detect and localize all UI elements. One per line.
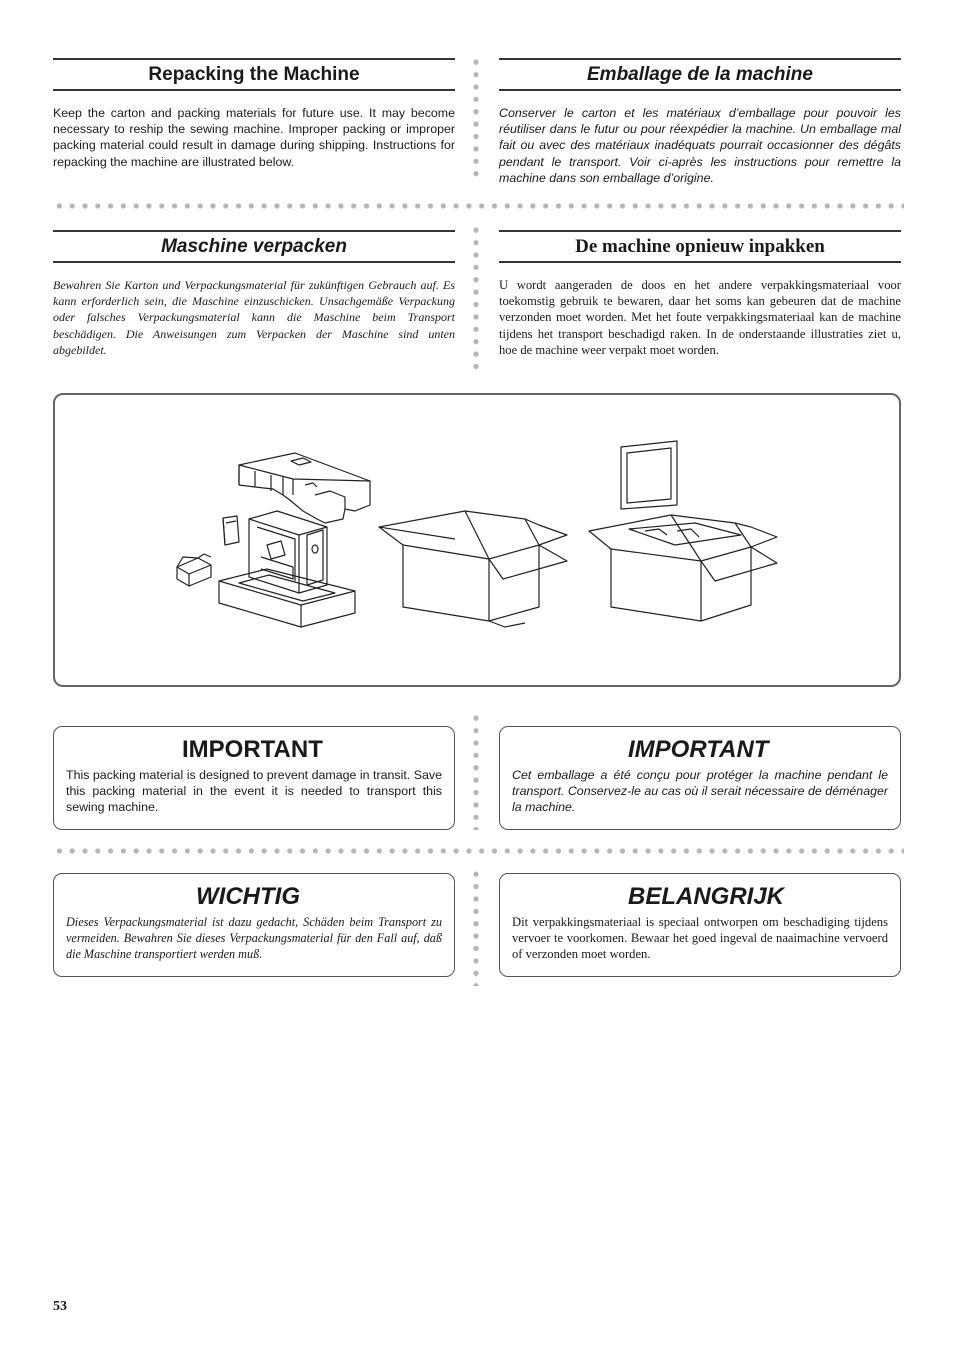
- divider-horizontal-1: [53, 203, 904, 209]
- section-en: Repacking the Machine Keep the carton an…: [53, 58, 455, 170]
- notice-text-de: Dieses Verpackungsmaterial ist dazu geda…: [66, 915, 442, 962]
- section-text-en: Keep the carton and packing materials fo…: [53, 106, 455, 169]
- notice-text-fr: Cet emballage a été conçu pour protéger …: [512, 768, 888, 815]
- accessory-box-drawing: [176, 553, 212, 587]
- repacking-drawing: [176, 440, 778, 628]
- notice-title-de: WICHTIG: [196, 883, 300, 910]
- repacking-illustration: [53, 393, 901, 687]
- notice-en: IMPORTANT This packing material is desig…: [53, 726, 455, 830]
- divider-vertical-lower-1: [473, 712, 479, 830]
- bag-drawing: [222, 515, 240, 546]
- divider-vertical-lower-2: [473, 868, 479, 986]
- section-title-en: Repacking the Machine: [53, 58, 455, 91]
- packed-carton-drawing: [588, 440, 778, 622]
- divider-vertical-middle: [473, 224, 479, 374]
- notice-text-en: This packing material is designed to pre…: [66, 768, 442, 815]
- section-text-de: Bewahren Sie Karton und Verpackungsmater…: [53, 278, 455, 357]
- notice-de: WICHTIG Dieses Verpackungsmaterial ist d…: [53, 873, 455, 977]
- section-title-nl: De machine opnieuw inpakken: [499, 230, 901, 263]
- section-text-fr: Conserver le carton et les matériaux d’e…: [499, 106, 901, 185]
- section-fr: Emballage de la machine Conserver le car…: [499, 58, 901, 186]
- section-de: Maschine verpacken Bewahren Sie Karton u…: [53, 230, 455, 358]
- section-text-nl: U wordt aangeraden de doos en het andere…: [499, 278, 901, 357]
- notice-fr: IMPORTANT Cet emballage a été conçu pour…: [499, 726, 901, 830]
- top-foam-drawing: [238, 452, 371, 524]
- notice-title-nl: BELANGRIJK: [628, 883, 785, 910]
- sewing-machine-drawing: [248, 510, 328, 594]
- divider-vertical-top: [473, 56, 479, 182]
- open-carton-drawing: [378, 510, 568, 628]
- bottom-foam-drawing: [218, 568, 356, 628]
- section-title-de: Maschine verpacken: [53, 230, 455, 263]
- notice-title-fr: IMPORTANT: [628, 736, 769, 763]
- page-number: 53: [53, 1299, 67, 1314]
- notice-text-nl: Dit verpakkingsmateriaal is speciaal ont…: [512, 915, 888, 962]
- divider-horizontal-2: [53, 848, 904, 854]
- section-nl: De machine opnieuw inpakken U wordt aang…: [499, 230, 901, 358]
- notice-title-en: IMPORTANT: [182, 736, 323, 763]
- section-title-fr: Emballage de la machine: [499, 58, 901, 91]
- notice-nl: BELANGRIJK Dit verpakkingsmateriaal is s…: [499, 873, 901, 977]
